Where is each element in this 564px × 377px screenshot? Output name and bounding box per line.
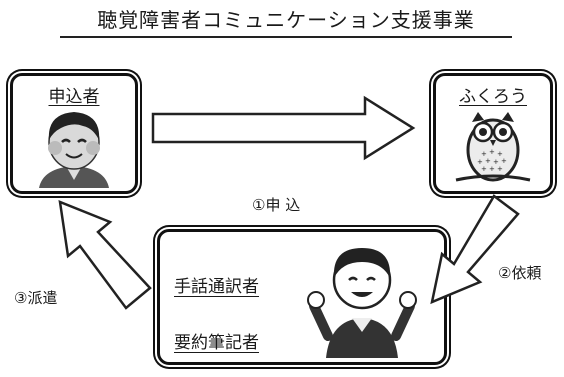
fukurou-label: ふくろう — [459, 87, 527, 107]
applicant-label: 申込者 — [48, 87, 100, 107]
edge-label-dispatch: ③派遣 — [14, 289, 58, 307]
svg-text:+: + — [477, 158, 483, 166]
svg-text:+: + — [489, 148, 495, 156]
node-provider: 手話通訳者 要約筆記者 — [157, 229, 447, 365]
edge-label-request: ②依頼 — [498, 264, 542, 282]
person-face-icon — [39, 112, 109, 188]
node-fukurou: ふくろう +++ ++++ +++ — [433, 73, 553, 194]
signing-child-icon — [307, 248, 417, 358]
role-summary-writer: 要約筆記者 — [174, 333, 259, 353]
svg-text:+: + — [493, 158, 499, 166]
owl-icon: +++ ++++ +++ — [455, 112, 531, 182]
svg-text:+: + — [481, 150, 487, 158]
svg-text:+: + — [497, 165, 503, 173]
svg-text:+: + — [489, 165, 495, 173]
edge-label-apply: ①申 込 — [252, 196, 301, 214]
arrow-request — [430, 194, 520, 305]
svg-text:+: + — [485, 157, 491, 165]
arrow-apply — [151, 95, 416, 161]
svg-text:+: + — [481, 165, 487, 173]
svg-text:+: + — [497, 150, 503, 158]
svg-text:+: + — [501, 157, 507, 165]
arrow-dispatch — [58, 200, 152, 310]
diagram-title: 聴覚障害者コミュニケーション支援事業 — [60, 4, 512, 38]
role-sign-interpreter: 手話通訳者 — [174, 277, 259, 297]
node-applicant: 申込者 — [10, 73, 138, 194]
